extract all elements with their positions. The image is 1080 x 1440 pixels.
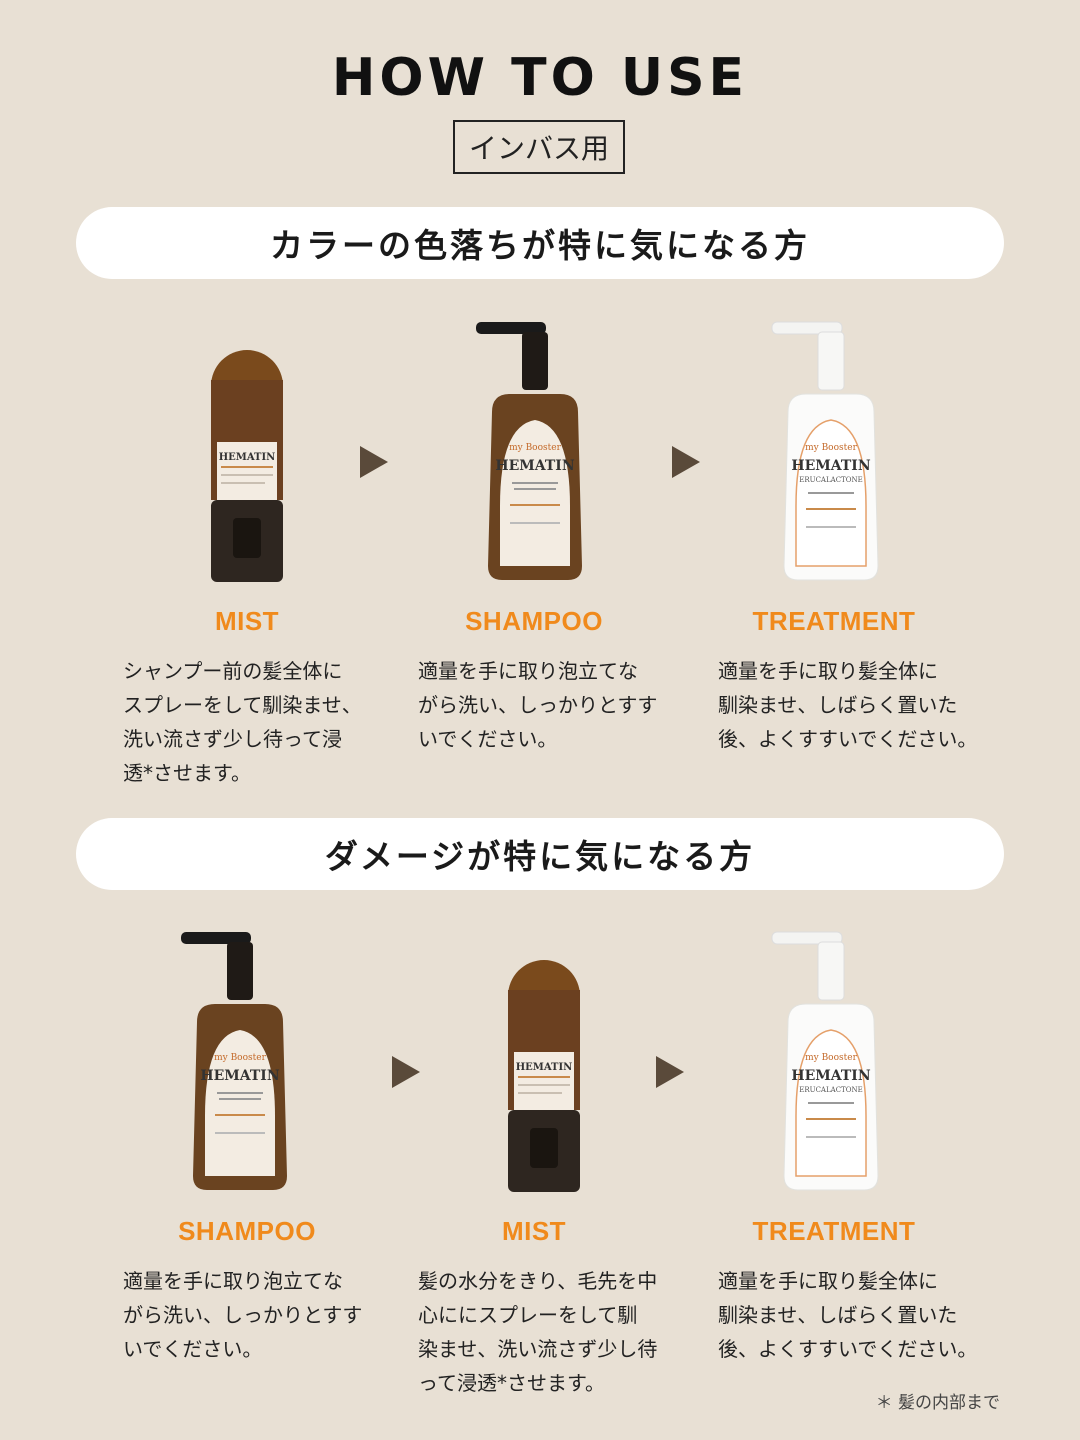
step-description: 適量を手に取り髪全体に 馴染ませ、しばらく置いた 後、よくすすいでください。 <box>718 659 978 751</box>
mist-bottle-name: HEMATIN <box>516 1062 573 1073</box>
treatment-sub-name: ERUCALACTONE <box>799 1086 862 1094</box>
mist-bottle-image: HEMATIN <box>211 350 283 582</box>
step-arrow-icon <box>672 446 700 478</box>
section2-heading: ダメージが特に気になる方 <box>76 818 1004 890</box>
footnote: ＊ 髪の内部まで <box>875 1393 1000 1413</box>
step-arrow-icon <box>360 446 388 478</box>
step-label: TREATMENT <box>752 606 916 636</box>
step-label: SHAMPOO <box>465 606 603 636</box>
step-arrow-icon <box>656 1056 684 1088</box>
shampoo-bottle-name: HEMATIN <box>495 458 574 474</box>
treatment-sub-name: ERUCALACTONE <box>799 476 862 484</box>
treatment-bottle-image: my Booster HEMATIN ERUCALACTONE <box>771 931 879 1191</box>
step-description: 適量を手に取り泡立てな がら洗い、しっかりとすす いでください。 <box>123 1269 363 1361</box>
treatment-bottle-name: HEMATIN <box>791 1068 870 1084</box>
step-description: 適量を手に取り泡立てな がら洗い、しっかりとすす いでください。 <box>418 659 658 751</box>
treatment-brand-text: my Booster <box>805 443 857 453</box>
shampoo-bottle-image: my Booster HEMATIN <box>476 322 582 580</box>
step-arrow-icon <box>392 1056 420 1088</box>
shampoo-brand-text: my Booster <box>214 1053 266 1063</box>
usage-tag: インバス用 <box>453 120 625 174</box>
step-label: SHAMPOO <box>178 1216 316 1246</box>
treatment-brand-text: my Booster <box>805 1053 857 1063</box>
treatment-bottle-image: my Booster HEMATIN ERUCALACTONE <box>771 321 879 581</box>
shampoo-bottle-name: HEMATIN <box>200 1068 279 1084</box>
section1-heading: カラーの色落ちが特に気になる方 <box>76 207 1004 279</box>
step-label: MIST <box>501 1216 567 1246</box>
treatment-bottle-name: HEMATIN <box>791 458 870 474</box>
shampoo-bottle-image: my Booster HEMATIN <box>181 932 287 1190</box>
step-description: 髪の水分をきり、毛先を中 心ににスプレーをして馴 染ませ、洗い流さず少し待 って… <box>418 1269 658 1395</box>
step-description: シャンプー前の髪全体に スプレーをして馴染ませ、 洗い流さず少し待って浸 透*さ… <box>123 659 362 785</box>
shampoo-brand-text: my Booster <box>509 443 561 453</box>
step-label: TREATMENT <box>752 1216 916 1246</box>
page-title: HOW TO USE <box>331 48 749 108</box>
mist-bottle-image: HEMATIN <box>508 960 580 1192</box>
mist-bottle-name: HEMATIN <box>219 452 276 463</box>
step-description: 適量を手に取り髪全体に 馴染ませ、しばらく置いた 後、よくすすいでください。 <box>718 1269 978 1361</box>
step-label: MIST <box>214 606 280 636</box>
